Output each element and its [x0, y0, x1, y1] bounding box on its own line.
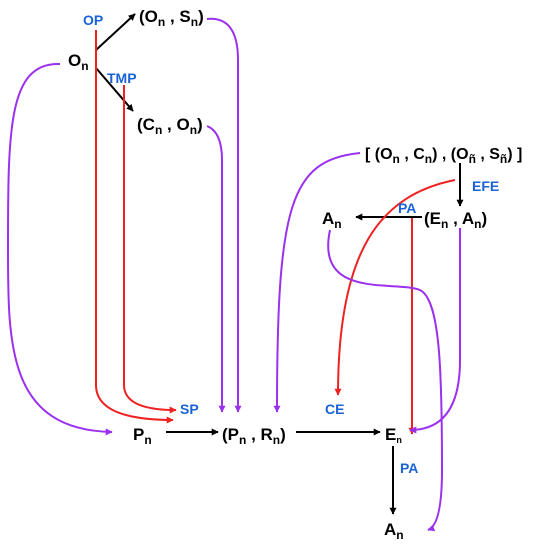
label-sp: SP [180, 401, 199, 417]
node-a-n-bottom: An [384, 520, 404, 542]
label-ce: CE [325, 401, 344, 417]
arrow-on-to-cn-on [95, 67, 134, 112]
node-o-n: On [68, 51, 89, 73]
purple-arrow-on-sn-to-pn-rn [206, 17, 242, 413]
purple-arrow-an-to-an-bottom [327, 229, 444, 532]
node-pair-p-r: (Pn , Rn) [222, 425, 286, 447]
node-bracket-set: [ (On , Cn) , (Oñ , Sñ) ] [365, 146, 522, 166]
purple-arrow-bracket-to-pn-rn [273, 152, 361, 413]
label-efe: EFE [472, 178, 499, 194]
red-arrow-tmp-to-sp [123, 85, 177, 414]
purple-arrows [6, 17, 461, 532]
red-arrow-efe-to-ce [334, 179, 456, 396]
purple-arrow-cn-on-to-pn-rn [206, 125, 226, 413]
purple-arrow-on-to-pn [6, 62, 113, 436]
node-pair-e-a: (En , An) [424, 209, 487, 231]
label-pa-bottom: PA [400, 460, 418, 476]
label-op: OP [83, 12, 103, 28]
node-pair-c-o: (Cn , On) [137, 115, 203, 137]
node-a-n-top: An [322, 209, 342, 231]
node-p-n: Pn [133, 425, 152, 447]
black-arrows [95, 13, 464, 515]
purple-arrow-en-an-to-en [409, 228, 461, 434]
node-pair-o-s: (On , Sn) [139, 7, 204, 29]
red-arrows [95, 30, 456, 435]
label-tmp: TMP [107, 70, 137, 86]
label-pa-top: PA [398, 200, 416, 216]
red-arrow-op-to-pn [95, 30, 174, 424]
node-e-n: En [385, 425, 402, 445]
arrow-on-to-on-sn [95, 13, 136, 51]
